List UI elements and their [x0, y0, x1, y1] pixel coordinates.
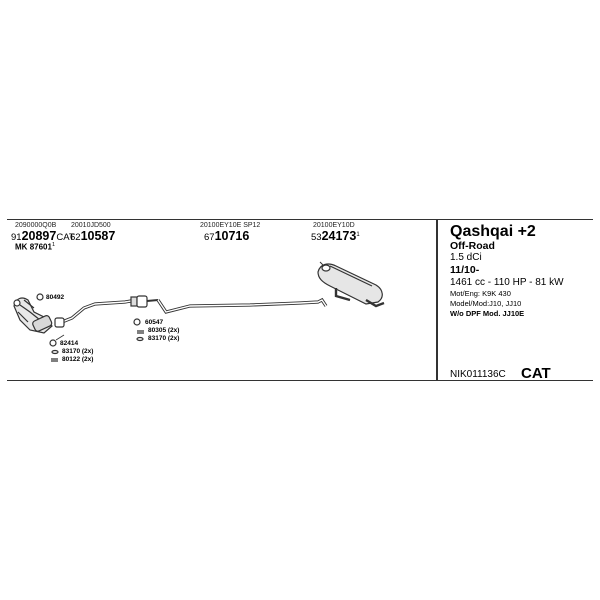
- hanger-82414: [49, 339, 57, 347]
- callout-82414[interactable]: 82414: [60, 340, 79, 347]
- vehicle-dpf: W/o DPF Mod. JJ10E: [450, 309, 525, 318]
- part-number-1[interactable]: 9120897CAT: [11, 229, 75, 243]
- part-code-3: 20100EY10E SP12: [200, 222, 261, 229]
- vehicle-engine: 1.5 dCi: [450, 252, 482, 263]
- callout-83170-b[interactable]: 83170 (2x): [62, 348, 94, 355]
- front-pipe: [54, 299, 132, 328]
- vehicle-date: 11/10-: [450, 264, 480, 276]
- vehicle-power: 1461 cc - 110 HP - 81 kW: [450, 277, 564, 288]
- cat-label: CAT: [521, 365, 551, 382]
- clamp-80492: [36, 293, 44, 301]
- reference-code: NIK011136C: [450, 369, 506, 380]
- bolt-80305: [137, 330, 144, 334]
- vehicle-model: Qashqai +2: [450, 223, 536, 240]
- bolt-80122: [51, 358, 58, 362]
- centre-pipe: [156, 297, 328, 314]
- part-number-4[interactable]: 53241731: [311, 229, 360, 243]
- nut-83170-b: [51, 349, 59, 355]
- nut-83170-a: [136, 336, 144, 342]
- part-number-2[interactable]: 6210587: [70, 229, 116, 243]
- part-code-4: 20100EY10D: [313, 222, 355, 229]
- diagram-frame: [7, 219, 593, 381]
- part-number-3[interactable]: 6710716: [204, 229, 250, 243]
- vehicle-variant: Off-Road: [450, 240, 495, 252]
- callout-60547[interactable]: 60547: [145, 319, 164, 326]
- callout-80305[interactable]: 80305 (2x): [148, 327, 180, 334]
- callout-80492[interactable]: 80492: [46, 294, 65, 301]
- flange-joint: [130, 295, 159, 308]
- part-code-1: 2090000Q0B: [15, 222, 57, 229]
- vehicle-model-mod: Model/Mod:J10, JJ10: [450, 299, 522, 308]
- hanger-60547: [133, 318, 141, 326]
- vehicle-mot-eng: Mot/Eng: K9K 430: [450, 289, 511, 298]
- rear-silencer: [317, 261, 385, 308]
- callout-83170-a[interactable]: 83170 (2x): [148, 335, 180, 342]
- mounting-kit[interactable]: MK 876011: [15, 242, 55, 252]
- callout-80122[interactable]: 80122 (2x): [62, 356, 94, 363]
- catalyst-assembly: [13, 297, 53, 334]
- part-code-2: 20010JD500: [71, 222, 111, 229]
- panel-divider: [436, 219, 438, 380]
